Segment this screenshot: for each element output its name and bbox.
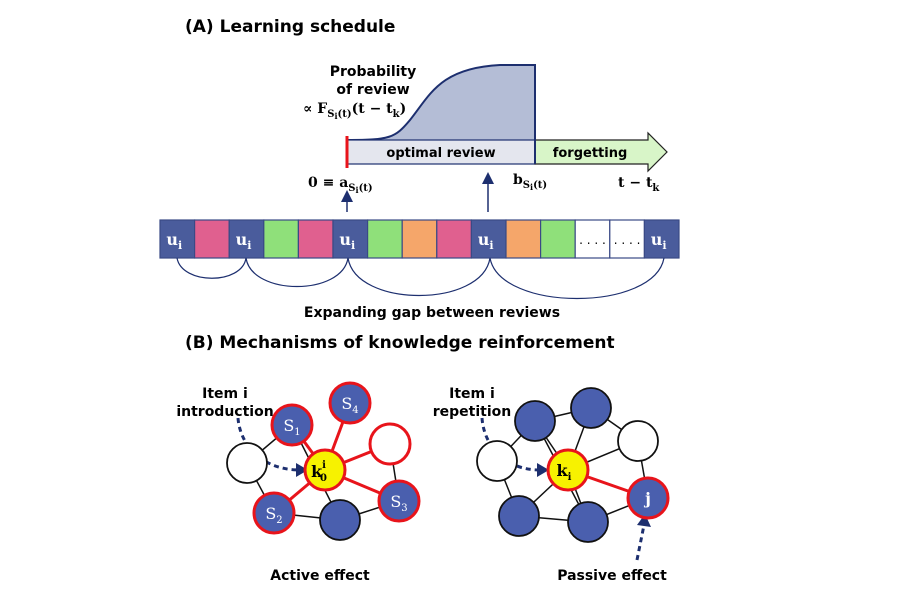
ellipsis-label: . . . . — [614, 233, 641, 247]
graph-node — [498, 495, 540, 537]
section-b-title: (B) Mechanisms of knowledge reinforcemen… — [185, 333, 615, 353]
node-s2 — [252, 491, 296, 535]
j-label: j — [643, 489, 651, 508]
graph-node — [514, 400, 556, 442]
t-label: t − tk — [618, 175, 660, 194]
node-k0i — [303, 448, 347, 492]
gap-arcs — [176, 257, 665, 299]
svg-text:∝ FSi(t)(t − tk): ∝ FSi(t)(t − tk) — [303, 101, 406, 121]
arrow-right-icon — [296, 463, 308, 477]
arrow-right-icon — [537, 463, 549, 477]
svg-text:S3: S3 — [390, 492, 407, 514]
graph-node — [226, 442, 268, 484]
item-cell-pink — [194, 219, 230, 259]
forgetting-label: forgetting — [553, 146, 628, 161]
gap-label: Expanding gap between reviews — [304, 305, 560, 321]
graph-node — [368, 422, 412, 466]
review-cell-label: ui — [166, 230, 182, 252]
node-s3 — [377, 479, 421, 523]
review-cell-label: ui — [651, 230, 667, 252]
graph-node — [617, 420, 659, 462]
ki-label: ki — [557, 461, 572, 483]
ellipsis-cell — [574, 219, 611, 259]
graph-node — [476, 440, 518, 482]
review-cell-u — [643, 219, 680, 259]
review-cell-u — [470, 219, 507, 259]
item-cell-green — [539, 219, 576, 259]
probability-curve — [346, 64, 536, 141]
item-cell-orange — [401, 219, 438, 259]
a-label: 0 ≡ aSi(t) — [308, 175, 373, 195]
item-cell-pink — [297, 219, 334, 259]
review-sequence: ui ui ui ui . . . . . . . . ui — [159, 219, 680, 259]
section-a-title: (A) Learning schedule — [185, 17, 395, 37]
svg-text:S2: S2 — [265, 504, 282, 526]
active-effect-graph — [226, 381, 421, 541]
repetition-annotation: Item i — [449, 386, 495, 402]
node-j — [626, 476, 670, 520]
arrow-up-icon — [637, 514, 651, 527]
graph-node — [567, 501, 609, 543]
svg-text:S4: S4 — [341, 394, 358, 416]
graph-node — [570, 387, 612, 429]
item-cell-orange — [505, 219, 542, 259]
ellipsis-cell — [609, 219, 645, 259]
svg-text:S1: S1 — [283, 416, 300, 438]
active-effect-caption: Active effect — [270, 568, 370, 584]
ellipsis-label: . . . . — [579, 233, 606, 247]
item-cell-pink — [436, 219, 472, 259]
optimal-review-label: optimal review — [386, 146, 495, 161]
svg-text:Probability: Probability — [330, 64, 417, 80]
node-s4 — [328, 381, 372, 425]
passive-effect-graph — [476, 387, 670, 561]
svg-text:of review: of review — [336, 82, 409, 98]
item-cell-green — [367, 219, 403, 259]
review-cell-label: ui — [236, 230, 252, 252]
timeline-bar — [345, 64, 668, 173]
probability-label: Probability of review ∝ FSi(t)(t − tk) — [303, 64, 416, 121]
introduction-annotation: Item i — [202, 386, 248, 402]
b-label: bSi(t) — [513, 172, 547, 192]
review-cell-label: ui — [339, 230, 355, 252]
passive-effect-caption: Passive effect — [557, 568, 667, 584]
review-cell-u — [332, 219, 369, 259]
item-cell-green — [263, 219, 299, 259]
node-s1 — [270, 403, 314, 447]
svg-text:introduction: introduction — [176, 404, 273, 420]
graph-node — [319, 499, 361, 541]
review-cell-label: ui — [478, 230, 494, 252]
svg-text:repetition: repetition — [433, 404, 511, 420]
node-ki — [546, 448, 590, 492]
